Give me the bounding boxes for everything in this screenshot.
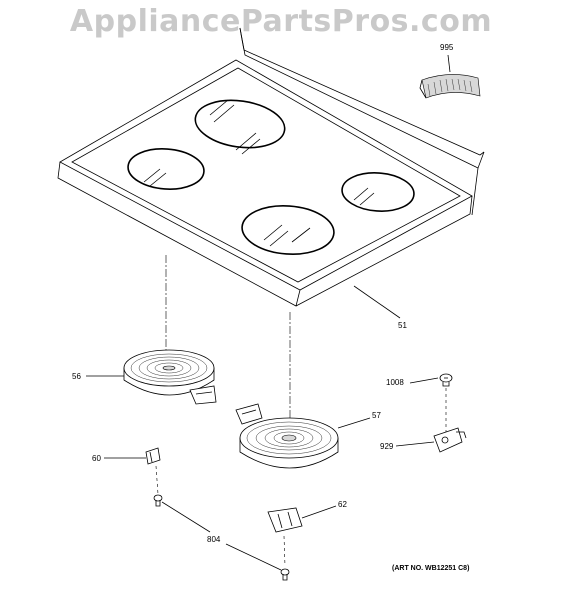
screw-1008[interactable] xyxy=(439,373,453,387)
bracket-929[interactable] xyxy=(433,427,467,453)
label-929: 929 xyxy=(380,442,394,451)
label-56: 56 xyxy=(72,372,81,381)
label-57: 57 xyxy=(372,411,381,420)
burner-element-57[interactable] xyxy=(235,403,339,469)
screw-804-left[interactable] xyxy=(153,494,163,507)
leader-lines xyxy=(86,54,451,571)
label-62: 62 xyxy=(338,500,347,509)
label-1008: 1008 xyxy=(386,378,404,387)
label-804: 804 xyxy=(207,535,221,544)
watermark-text: AppliancePartsPros.com xyxy=(69,4,493,39)
burner-element-56[interactable] xyxy=(123,349,217,405)
clip-62[interactable] xyxy=(267,507,303,533)
art-number: (ART NO. WB12251 C8) xyxy=(392,565,469,572)
insulation-strip[interactable] xyxy=(419,74,481,99)
label-51: 51 xyxy=(398,321,407,330)
clip-60[interactable] xyxy=(145,447,161,465)
label-995: 995 xyxy=(440,43,454,52)
glass-cooktop[interactable] xyxy=(57,27,485,307)
screw-804-bottom[interactable] xyxy=(280,568,290,581)
label-60: 60 xyxy=(92,454,101,463)
